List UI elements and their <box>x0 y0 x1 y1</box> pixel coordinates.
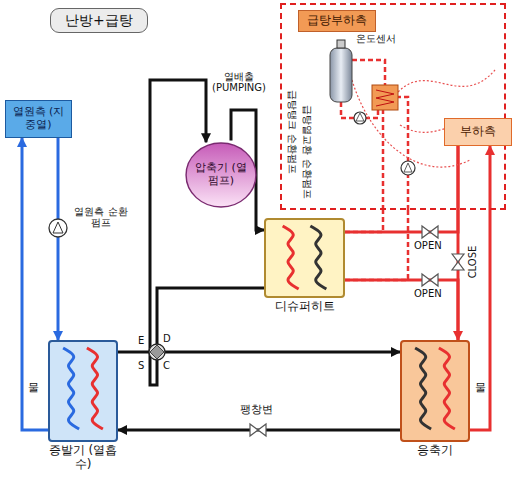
exchanger-label: 디슈퍼히트 <box>267 300 343 314</box>
pipe-connector <box>57 138 60 340</box>
compressor-outline <box>186 143 256 207</box>
valve-label: 팽창변 <box>240 404 273 416</box>
exchanger-label: 증발기 (열흡수) <box>45 444 121 472</box>
coil <box>310 226 326 289</box>
title-box: 난방+급탕 <box>50 8 148 33</box>
valve-state: CLOSE <box>467 246 478 279</box>
valve-symbol <box>422 226 438 238</box>
pipe-connector <box>345 146 458 232</box>
pipe <box>398 97 408 210</box>
exchanger-label: 응축기 <box>397 444 473 458</box>
pump-symbol <box>354 112 366 124</box>
coil <box>439 348 455 429</box>
four-way-valve <box>149 344 165 360</box>
pipe <box>352 60 385 85</box>
pump-label: 급탕열교환 순환펌프 <box>302 105 313 198</box>
fluid-label: 물 <box>28 382 39 394</box>
valve-state: OPEN <box>414 288 442 299</box>
sensor-label: 온도센서 <box>356 33 396 44</box>
coil <box>87 348 103 429</box>
node-label: 압축기 (열펌프) <box>192 162 250 187</box>
source-box: 열원측 (지중열) <box>5 100 72 138</box>
exchanger-coils <box>402 342 468 440</box>
region-heading: 급탕부하측 <box>298 10 376 32</box>
pipe-connector <box>118 80 206 385</box>
small-heat-exchanger <box>372 85 398 110</box>
desuperheater-exchanger: 디슈퍼히트 <box>264 218 345 298</box>
evaporator-exchanger: 증발기 (열흡수) <box>48 340 118 442</box>
expansion-valve-symbol <box>250 424 266 436</box>
valve-state: OPEN <box>414 240 442 251</box>
pipe <box>382 110 385 210</box>
pump-label: 열원측 순환펌프 <box>71 206 131 228</box>
valve-symbol <box>452 254 464 270</box>
node-label: 열원측 (지중열) <box>9 106 68 131</box>
flow-label: 열배출 (PUMPING) <box>208 71 270 93</box>
condenser-exchanger: 응축기 <box>400 340 470 442</box>
tank <box>330 48 352 102</box>
fluid-label: 물 <box>475 382 486 394</box>
coil <box>283 226 299 289</box>
exchanger-coils <box>50 342 116 440</box>
temperature-sensor <box>337 40 345 48</box>
valve-symbol <box>422 274 438 286</box>
port-letter: S <box>138 360 144 371</box>
port-letter: E <box>138 335 144 346</box>
pipe-connector <box>345 210 408 280</box>
load-box: 부하측 <box>444 118 512 146</box>
coil <box>63 348 79 429</box>
pump-label: 급탕탱크 순환펌프 <box>287 90 298 173</box>
pump-symbol <box>401 161 415 175</box>
pipe-connector <box>470 146 490 430</box>
pipe-connector <box>345 280 458 340</box>
compressor-circle: 압축기 (열펌프) <box>185 142 257 208</box>
port-letter: C <box>163 360 170 371</box>
curve <box>398 70 495 92</box>
exchanger-coils <box>266 220 343 296</box>
port-letter: D <box>163 333 171 344</box>
pump-symbol <box>49 219 67 237</box>
node-label: 부하측 <box>460 125 496 139</box>
pipe-connector <box>22 138 48 430</box>
coil <box>415 348 431 429</box>
exchanger-coil <box>376 90 394 106</box>
pipe-connector <box>345 210 383 232</box>
